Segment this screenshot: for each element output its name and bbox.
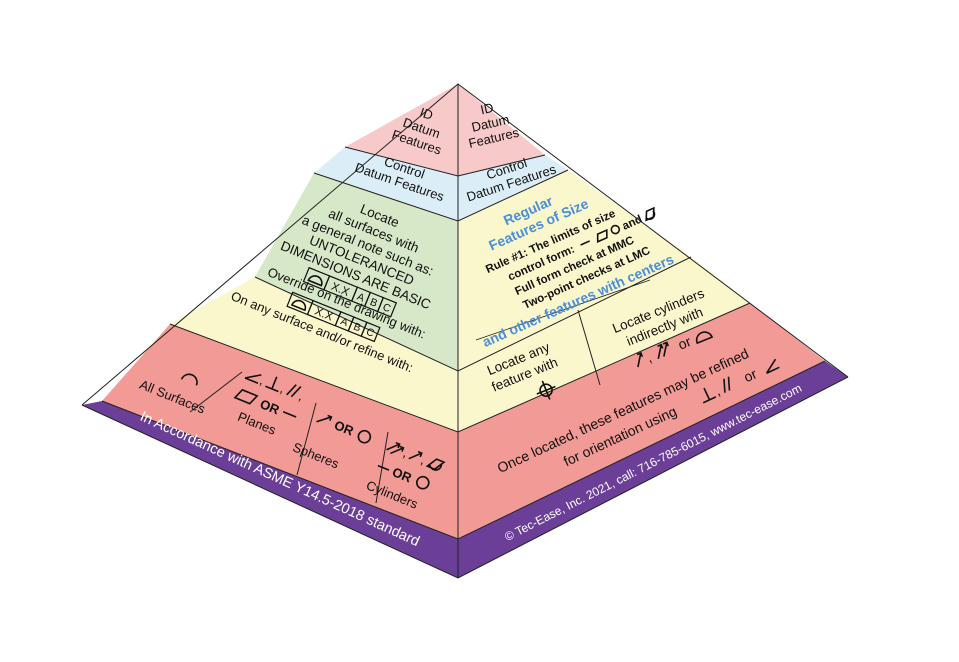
right-id-line1: ID [479, 100, 495, 118]
comma: , [419, 452, 428, 467]
right-band-centers [458, 257, 750, 432]
left-band-locate [255, 173, 458, 371]
left-override-fcf-c: C [364, 326, 376, 340]
right-id-group: ID Datum Features [467, 100, 521, 151]
parallelism-icon [723, 376, 731, 393]
right-band-regular [458, 170, 691, 371]
locate-cyl-or: or [676, 333, 694, 353]
left-band-control [314, 147, 458, 221]
perpendicularity-icon [702, 387, 717, 404]
perpendicularity-icon [265, 376, 279, 393]
left-override-fcf: X.X A B C [286, 291, 381, 343]
parallelism-icon [286, 384, 302, 398]
right-band-control [458, 155, 568, 221]
profile-line-icon [180, 373, 198, 386]
circular-runout-icon [408, 450, 423, 460]
profile-surface-icon [695, 331, 714, 345]
right-band-refine [458, 303, 825, 539]
left-locate-fcf-c: C [381, 301, 393, 315]
right-band-id [458, 84, 545, 176]
angularity-icon [244, 374, 262, 384]
left-id-line1: ID [418, 105, 435, 123]
straightness-icon [377, 464, 390, 471]
cylinders-or: OR [390, 464, 414, 485]
position-icon [536, 380, 556, 400]
comma: , [712, 383, 722, 399]
flatness-icon [596, 228, 608, 243]
circularity-icon [415, 475, 430, 490]
straightness-icon [580, 240, 591, 246]
total-runout-icon [657, 341, 670, 359]
straightness-icon [282, 411, 297, 418]
comma: , [401, 445, 410, 460]
left-locate-fcf-b: B [368, 296, 379, 310]
flatness-icon [233, 388, 259, 405]
cylindricity-icon [425, 458, 446, 471]
profile-surface-icon [290, 299, 307, 312]
circularity-icon [357, 429, 372, 444]
comma: , [258, 372, 267, 387]
spheres-or: OR [332, 417, 356, 438]
left-banner [82, 401, 458, 578]
comma: , [297, 388, 306, 403]
circular-runout-icon [316, 414, 333, 423]
circular-runout-icon [636, 351, 644, 368]
left-override-fcf-a: A [339, 315, 350, 329]
right-banner [458, 361, 848, 578]
left-band-override [170, 277, 458, 432]
planes-or: OR [258, 396, 282, 417]
left-band-id [345, 84, 458, 176]
left-override-fcf-b: B [352, 321, 363, 335]
circularity-icon [610, 224, 621, 235]
profile-surface-icon [307, 275, 323, 287]
comma: , [644, 349, 654, 365]
total-runout-icon [386, 441, 405, 455]
left-band-bottom [102, 324, 458, 539]
left-locate-fcf: X.X A B C [302, 266, 398, 318]
cylindricity-icon [645, 206, 656, 222]
left-locate-fcf-a: A [355, 291, 366, 305]
angularity-icon [765, 358, 780, 374]
comma: , [278, 381, 287, 396]
